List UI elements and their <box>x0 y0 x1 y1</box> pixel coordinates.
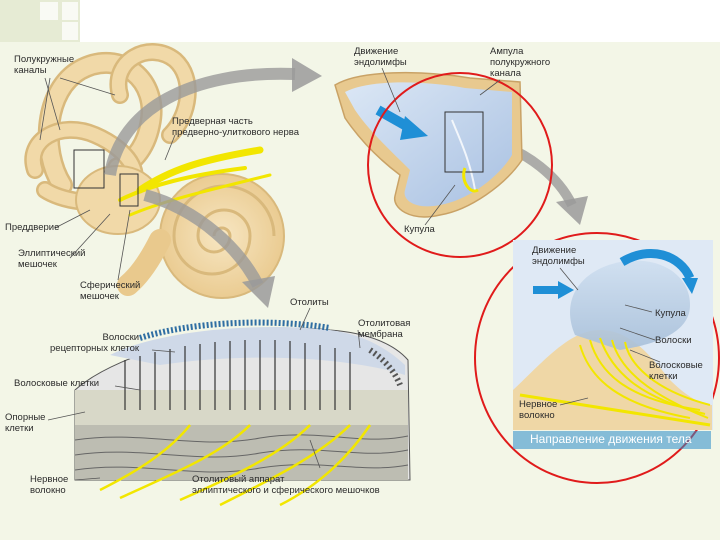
label-endolymph-motion-1: Движение эндолимфы <box>354 46 407 68</box>
label-hair-cells-2: Волосковые клетки <box>14 378 99 389</box>
label-cupula-1: Купула <box>404 224 435 235</box>
label-nerve-fiber-2: Нервное волокно <box>30 474 68 496</box>
label-otoliths: Отолиты <box>290 297 329 308</box>
label-otolith-membrane: Отолитовая мембрана <box>358 318 410 340</box>
label-support-cells: Опорные клетки <box>5 412 45 434</box>
label-vestibule: Преддверие <box>5 222 59 233</box>
ampulla-panel <box>335 73 522 217</box>
label-endolymph-motion-2: Движение эндолимфы <box>532 245 585 267</box>
label-vestibular-nerve: Предверная часть предверно-улиткового не… <box>172 116 299 138</box>
label-ampulla: Ампула полукружного канала <box>490 46 550 79</box>
label-body-motion: Направление движения тела <box>530 432 692 446</box>
label-receptor-hairs: Волоски рецепторных клеток <box>50 332 139 354</box>
label-cupula-2: Купула <box>655 308 686 319</box>
label-nerve-fiber-1: Нервное волокно <box>519 399 557 421</box>
label-otolith-apparatus: Отолитовый аппарат эллиптического и сфер… <box>192 474 380 496</box>
label-semicircular-canals: Полукружные каналы <box>14 54 74 76</box>
label-hair-cells-1: Волосковые клетки <box>649 360 703 382</box>
label-hairs-1: Волоски <box>655 335 692 346</box>
label-utricle: Эллиптический мешочек <box>18 248 85 270</box>
label-saccule: Сферический мешочек <box>80 280 140 302</box>
